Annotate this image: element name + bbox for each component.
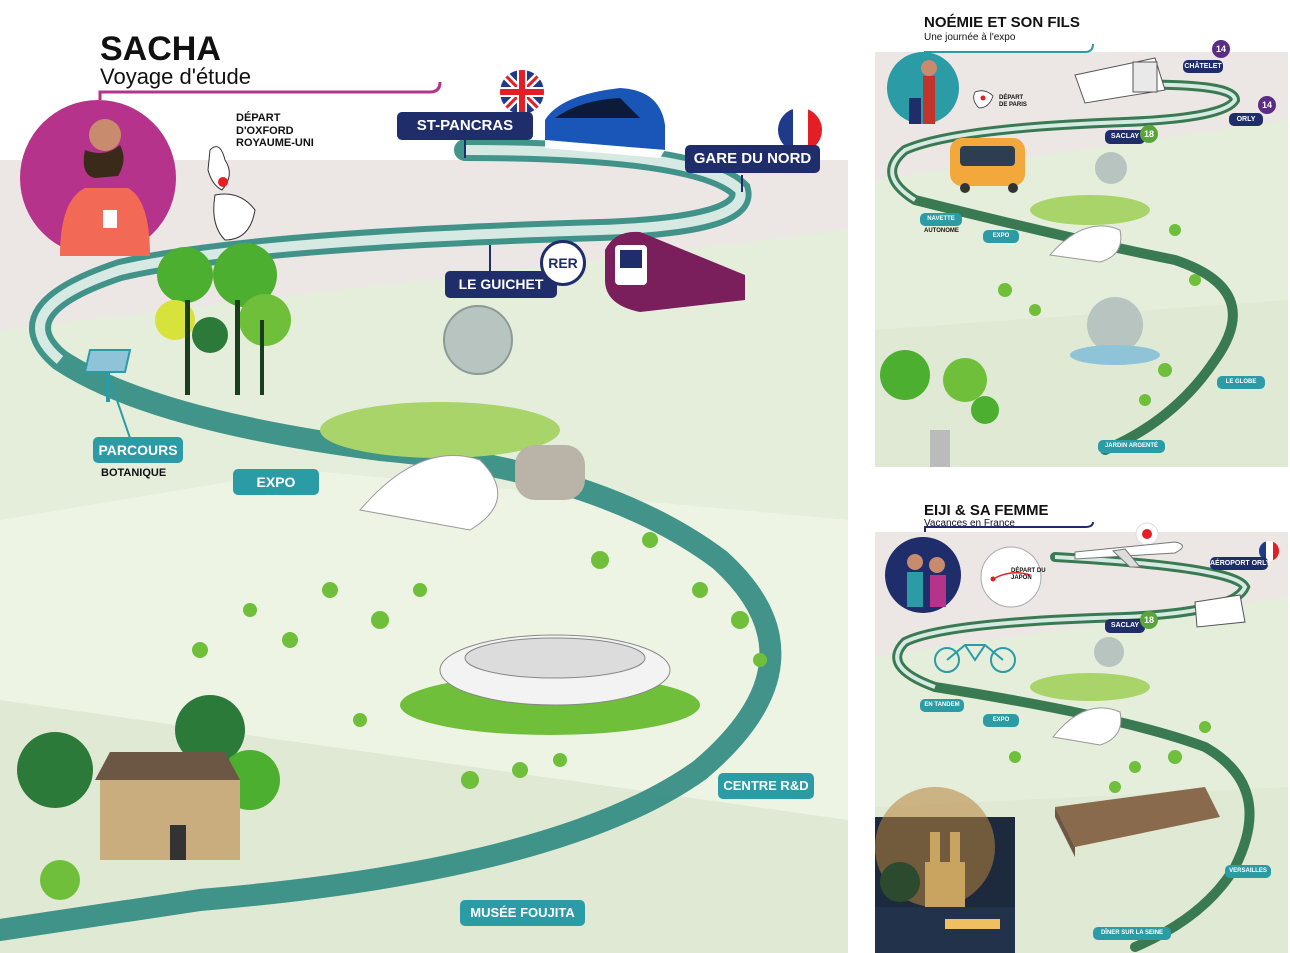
stop-orly[interactable]: ORLY — [1229, 113, 1263, 126]
noemie-subtitle: Une journée à l'expo — [924, 32, 1016, 43]
stop-botanique-label: BOTANIQUE — [101, 467, 167, 479]
metro-train-icon — [1074, 57, 1166, 104]
stop-versailles[interactable]: VERSAILLES — [1225, 865, 1271, 878]
eiji-subtitle: Vacances en France — [924, 518, 1015, 529]
stop-musee-foujita[interactable]: MUSÉE FOUJITA — [460, 900, 585, 926]
noemie-illustration — [875, 0, 1288, 467]
stop-aeroport-orly[interactable]: AÉROPORT ORLY — [1210, 557, 1270, 570]
notre-dame-night-scene — [875, 787, 1015, 953]
autonomous-shuttle-icon — [950, 138, 1025, 193]
scattered-trees — [192, 532, 767, 789]
park-trees — [880, 350, 999, 467]
world-map-icon — [980, 546, 1042, 608]
stop-expo[interactable]: EXPO — [983, 230, 1019, 243]
botanical-trees — [155, 243, 291, 395]
expo-pavilion — [320, 402, 585, 531]
sacha-subtitle: Voyage d'étude — [100, 64, 252, 89]
tandem-bike-icon — [934, 644, 1016, 673]
musee-foujita-house — [17, 695, 280, 900]
japan-flag-icon — [1135, 522, 1159, 546]
sacha-origin-label: DÉPART D'OXFORD ROYAUME-UNI — [236, 112, 314, 150]
orly-line-badge: 14 — [1258, 96, 1276, 114]
stop-autonome-label: AUTONOME — [924, 228, 959, 234]
stop-en-tandem[interactable]: EN TANDEM — [920, 699, 964, 712]
stop-gare-du-nord[interactable]: GARE DU NORD — [685, 145, 820, 173]
stop-centre-rd[interactable]: CENTRE R&D — [718, 773, 814, 799]
globe-illustration — [1094, 637, 1124, 667]
eurostar-train-icon — [545, 88, 665, 158]
stop-saclay[interactable]: SACLAY — [1105, 619, 1145, 633]
origin-line-2: DE PARIS — [999, 101, 1027, 108]
stop-le-globe[interactable]: LE GLOBE — [1217, 376, 1265, 389]
stop-diner-seine[interactable]: DÎNER SUR LA SEINE — [1093, 927, 1171, 940]
origin-line-1: DÉPART DU — [1011, 568, 1046, 574]
stop-st-pancras[interactable]: ST-PANCRAS — [397, 112, 533, 140]
origin-line-3: ROYAUME-UNI — [236, 137, 314, 150]
sacha-panel: SACHA Voyage d'étude DÉPART D'OXFORD ROY… — [0, 30, 848, 953]
centre-rd-building — [400, 634, 700, 735]
france-flag-icon — [778, 108, 822, 152]
chatelet-line-badge: 14 — [1212, 40, 1230, 58]
eiji-illustration — [875, 487, 1288, 953]
stop-parcours[interactable]: PARCOURS — [93, 437, 183, 463]
globe-illustration — [443, 305, 513, 375]
rer-badge: RER — [540, 240, 586, 286]
eiji-origin-label: DÉPART DU JAPON — [1011, 568, 1046, 582]
eiji-title: EIJI & SA FEMME — [924, 502, 1049, 519]
origin-line-1: DÉPART — [999, 95, 1024, 101]
eiji-panel: EIJI & SA FEMME Vacances en France DÉPAR… — [875, 487, 1288, 953]
stop-jardin-argente[interactable]: JARDIN ARGENTÉ — [1098, 440, 1165, 453]
noemie-title: NOÉMIE ET SON FILS — [924, 14, 1080, 31]
saclay-line-badge: 18 — [1140, 611, 1158, 629]
globe-illustration — [1095, 152, 1127, 184]
origin-line-2: D'OXFORD — [236, 124, 294, 137]
france-flag-icon — [1259, 541, 1279, 561]
expo-pavilion — [1052, 707, 1122, 746]
sacha-title: SACHA — [100, 30, 221, 68]
rer-train-icon — [605, 231, 745, 312]
stop-expo[interactable]: EXPO — [983, 714, 1019, 727]
noemie-panel: NOÉMIE ET SON FILS Une journée à l'expo … — [875, 0, 1288, 467]
scattered-trees — [1009, 721, 1211, 793]
le-globe-illustration — [1087, 297, 1143, 353]
metro-train-icon — [1194, 594, 1246, 628]
stop-navette[interactable]: NAVETTE — [920, 213, 962, 226]
origin-line-2: JAPON — [1011, 574, 1032, 581]
airplane-icon — [1074, 541, 1183, 568]
noemie-origin-label: DÉPART DE PARIS — [999, 95, 1027, 109]
sign-post-icon — [83, 349, 132, 402]
stop-le-guichet[interactable]: LE GUICHET — [445, 271, 557, 298]
versailles-palace — [1055, 787, 1220, 857]
saclay-line-badge: 18 — [1140, 125, 1158, 143]
scattered-trees — [998, 224, 1201, 406]
stop-chatelet[interactable]: CHÂTELET — [1183, 60, 1223, 73]
stop-expo[interactable]: EXPO — [233, 469, 319, 495]
france-map-icon — [213, 193, 256, 241]
origin-line-1: DÉPART — [236, 112, 281, 124]
stop-saclay[interactable]: SACLAY — [1105, 130, 1145, 144]
expo-pavilion — [1049, 225, 1122, 263]
